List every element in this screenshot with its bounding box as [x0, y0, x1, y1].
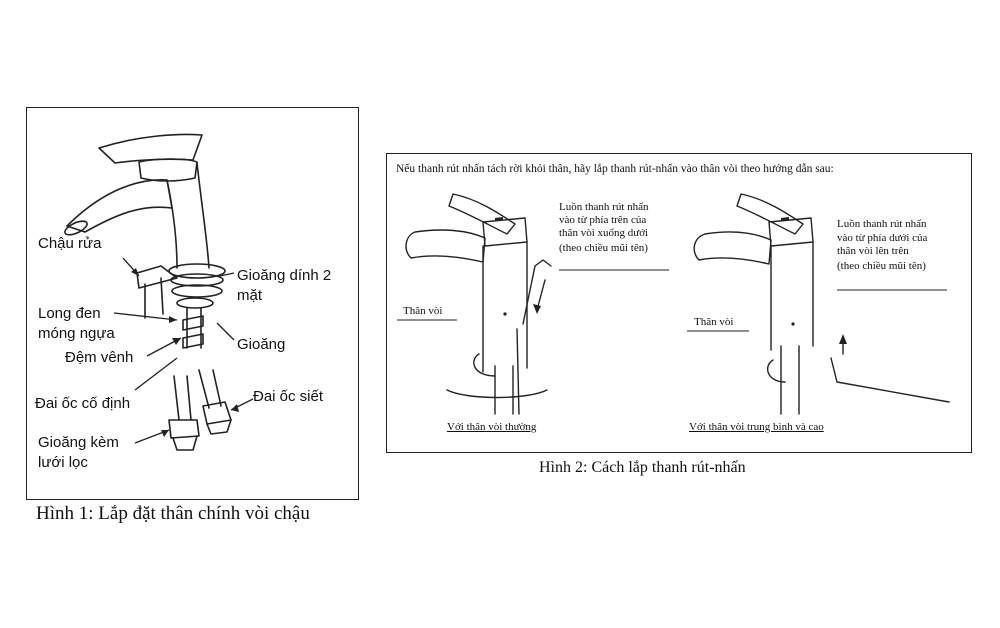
label-dai-oc-co-dinh: Đai ốc cố định: [35, 395, 131, 412]
right-body-label: Thân vòi: [694, 316, 734, 328]
right-instr-line4: (theo chiều mũi tên): [837, 260, 926, 272]
figure-1-frame: Chậu rửa Gioăng dính 2 mặt Long đen móng…: [26, 107, 359, 500]
left-instr-line3: thân vòi xuống dưới: [559, 227, 649, 239]
figure-1-caption: Hình 1: Lắp đặt thân chính vòi chậu: [36, 503, 310, 524]
left-instr-line4: (theo chiều mũi tên): [559, 242, 648, 254]
label-gioang: Gioăng: [237, 336, 286, 353]
left-instr-line2: vào từ phía trên của: [559, 214, 647, 226]
right-instr-line2: vào từ phía dưới của: [837, 232, 928, 244]
label-gioang-dinh-line1: Gioăng dính 2: [237, 267, 332, 284]
pull-rod-illustration: [397, 193, 950, 415]
label-dai-oc-siet: Đai ốc siết: [253, 388, 324, 405]
right-instr-line3: thân vòi lên trên: [837, 245, 909, 257]
label-chau-rua: Chậu rửa: [38, 235, 102, 252]
label-long-den-line1: Long đen: [38, 305, 101, 322]
faucet-assembly-illustration: [64, 133, 254, 451]
right-sub-caption: Với thân vòi trung bình và cao: [689, 421, 824, 433]
label-gioang-kem-line1: Gioăng kèm: [38, 434, 119, 451]
figure-2-frame: Nếu thanh rút nhấn tách rời khỏi thân, h…: [386, 153, 972, 453]
left-body-label: Thân vòi: [403, 305, 443, 317]
label-gioang-kem-line2: lưới lọc: [38, 454, 88, 471]
figure-2-caption: Hình 2: Cách lắp thanh rút-nhấn: [539, 459, 746, 476]
right-instr-line1: Luồn thanh rút nhấn: [837, 218, 927, 230]
figure-2-intro: Nếu thanh rút nhấn tách rời khỏi thân, h…: [396, 163, 834, 175]
left-sub-caption: Với thân vòi thường: [447, 421, 537, 433]
left-instr-line1: Luồn thanh rút nhấn: [559, 201, 649, 213]
label-gioang-dinh-line2: mặt: [237, 287, 263, 304]
label-long-den-line2: móng ngựa: [38, 325, 115, 342]
label-dem-venh: Đệm vênh: [65, 349, 134, 366]
